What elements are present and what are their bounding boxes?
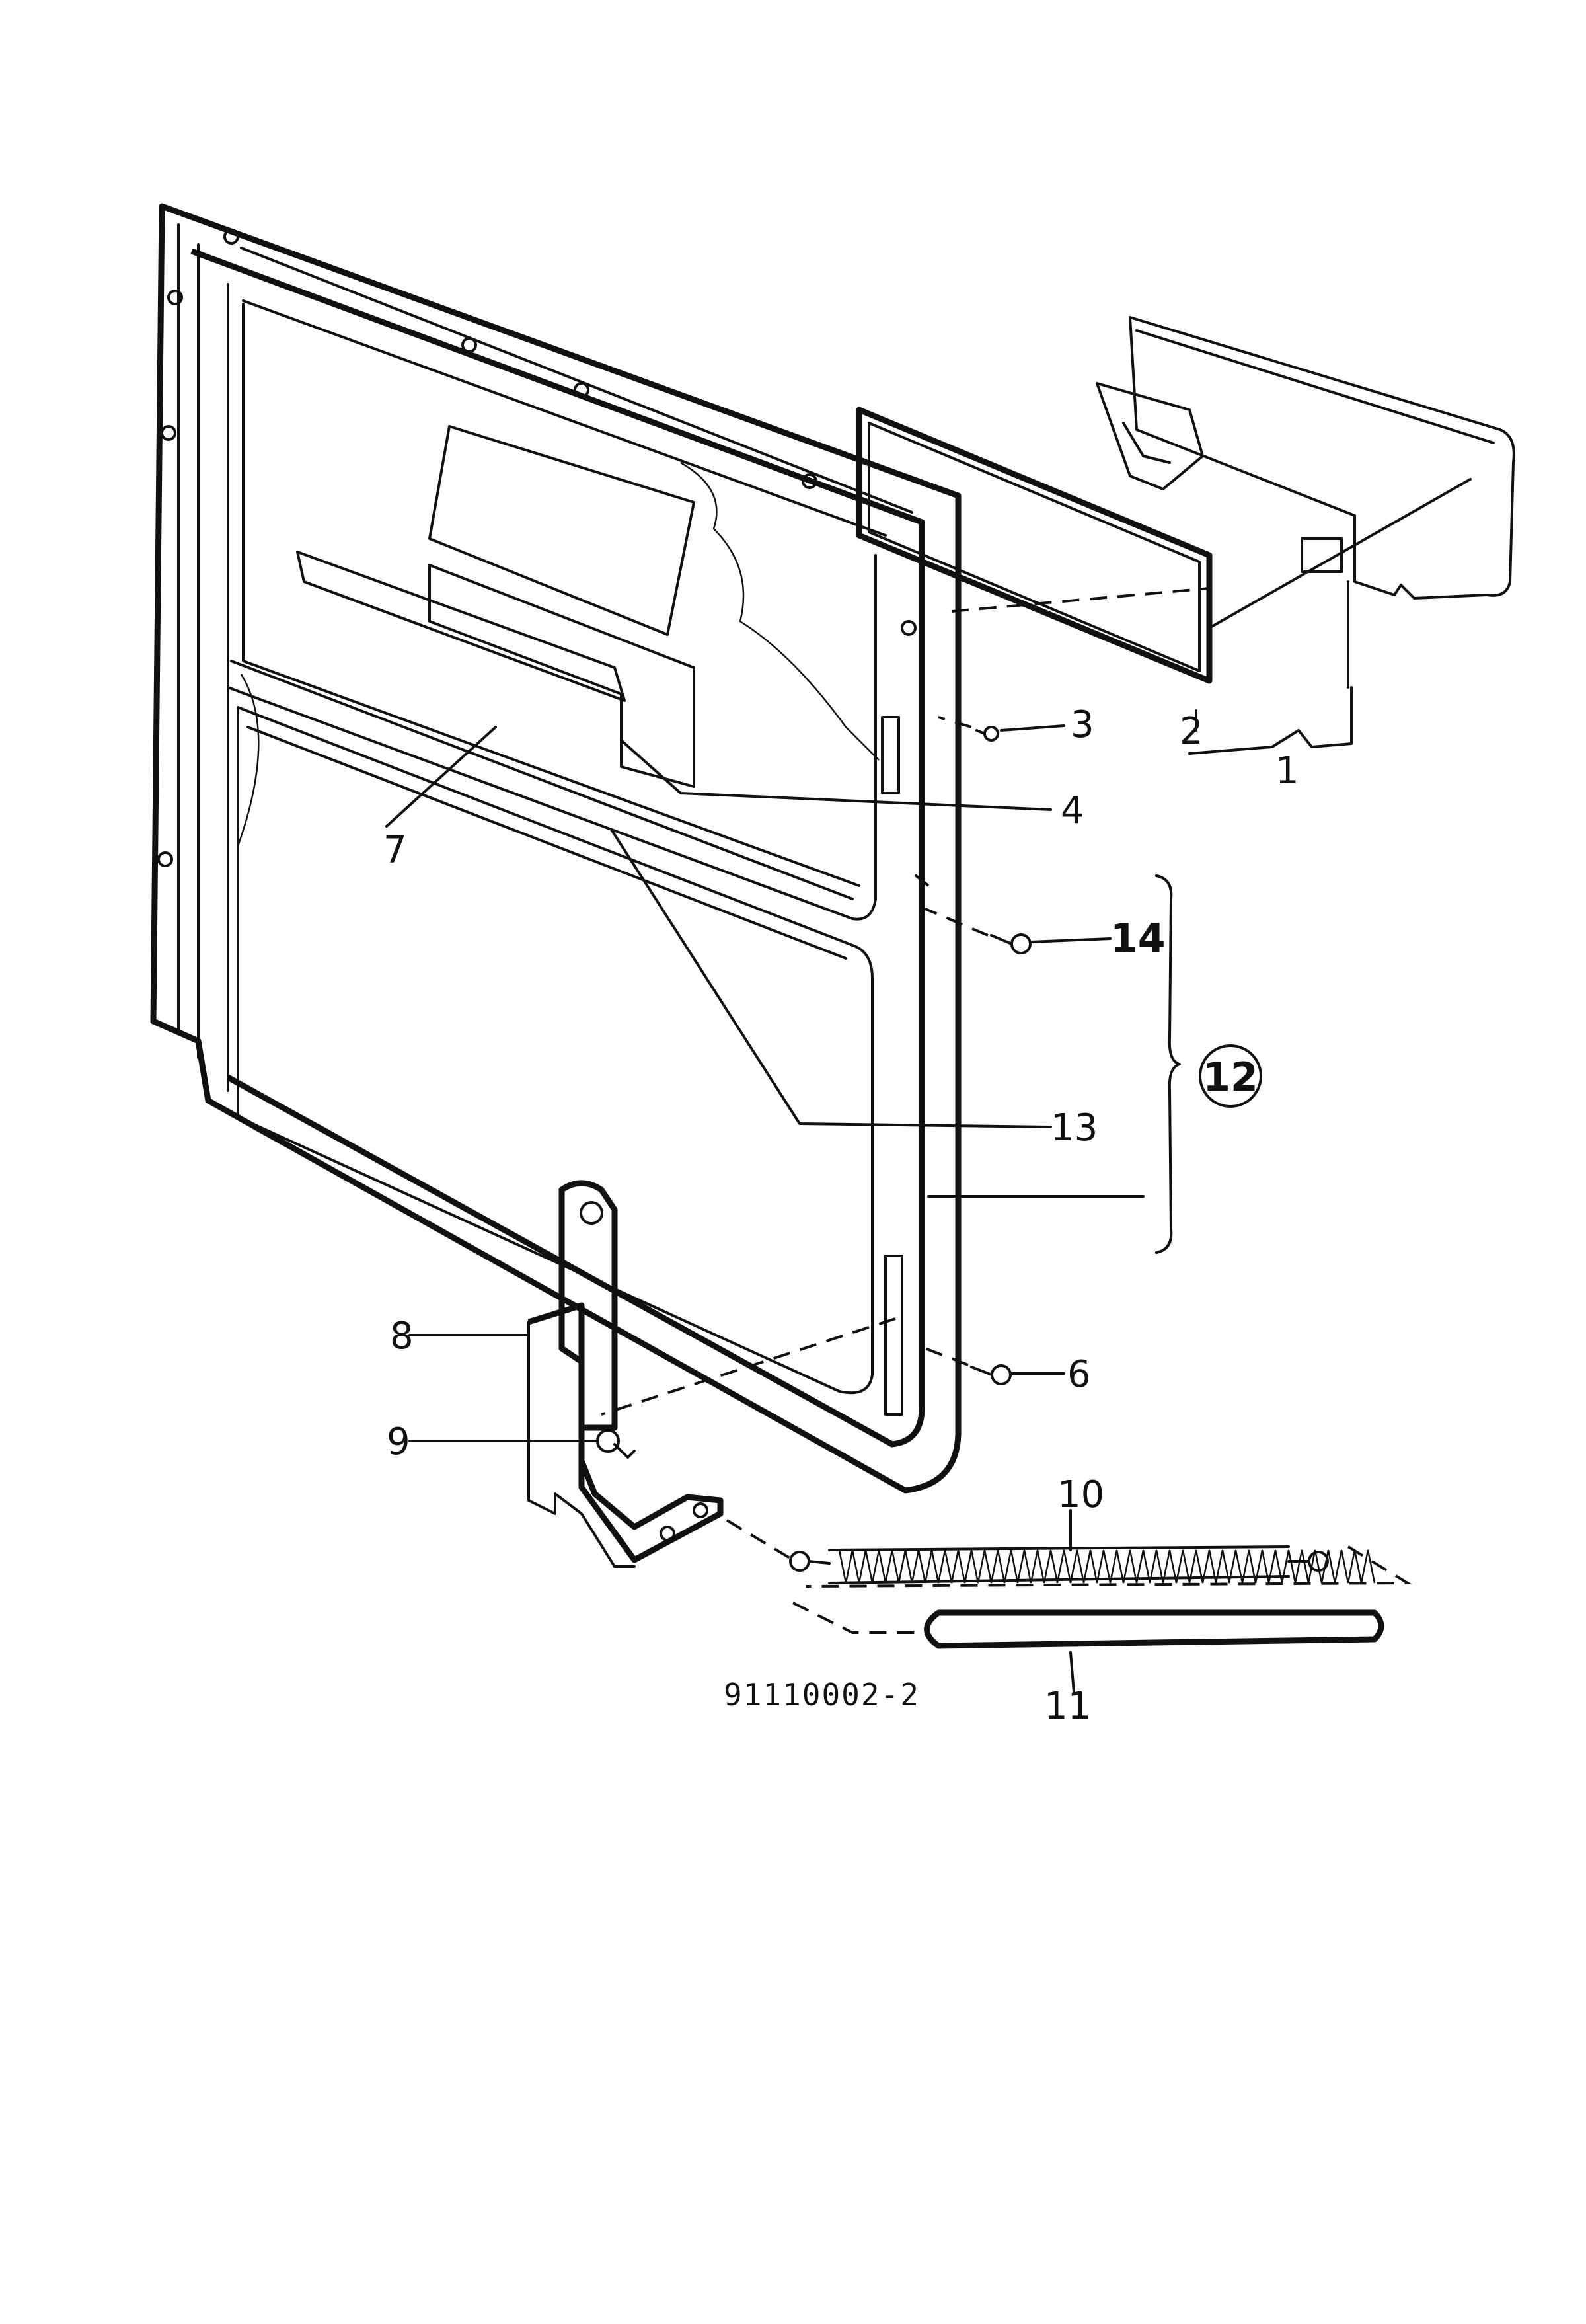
- label-part-10: 10: [1057, 1473, 1104, 1516]
- label-part-2: 2: [1180, 710, 1203, 753]
- assembly-guide-lines: [601, 587, 1413, 1634]
- label-part-8: 8: [390, 1315, 414, 1358]
- label-part-6: 6: [1067, 1353, 1091, 1396]
- leader-lines: [385, 580, 1353, 1693]
- label-part-7: 7: [383, 829, 407, 872]
- label-part-1: 1: [1275, 750, 1299, 793]
- spring-10: [789, 1545, 1376, 1584]
- label-group-12: 12: [1203, 1054, 1258, 1101]
- part-labels: 1 2 3 4 6 7 8 9 10 11 13 14 12 91110002-…: [383, 703, 1299, 1728]
- label-part-4: 4: [1061, 789, 1084, 832]
- label-part-3: 3: [1071, 703, 1094, 746]
- screw-3: [975, 726, 999, 742]
- screw-6: [970, 1364, 1012, 1385]
- label-part-14: 14: [1110, 915, 1166, 962]
- figure-reference: 91110002-2: [724, 1677, 920, 1713]
- screw-9: [596, 1429, 636, 1459]
- label-part-13: 13: [1051, 1106, 1098, 1149]
- label-part-11: 11: [1044, 1685, 1091, 1728]
- screw-14: [990, 933, 1032, 954]
- rod-11: [924, 1609, 1384, 1649]
- hinge-bracket: [527, 1180, 724, 1568]
- control-panel-assembly: [856, 316, 1515, 684]
- label-part-9: 9: [387, 1420, 410, 1463]
- circled-group-marker: [1199, 1044, 1262, 1108]
- door-panel: [150, 203, 962, 1494]
